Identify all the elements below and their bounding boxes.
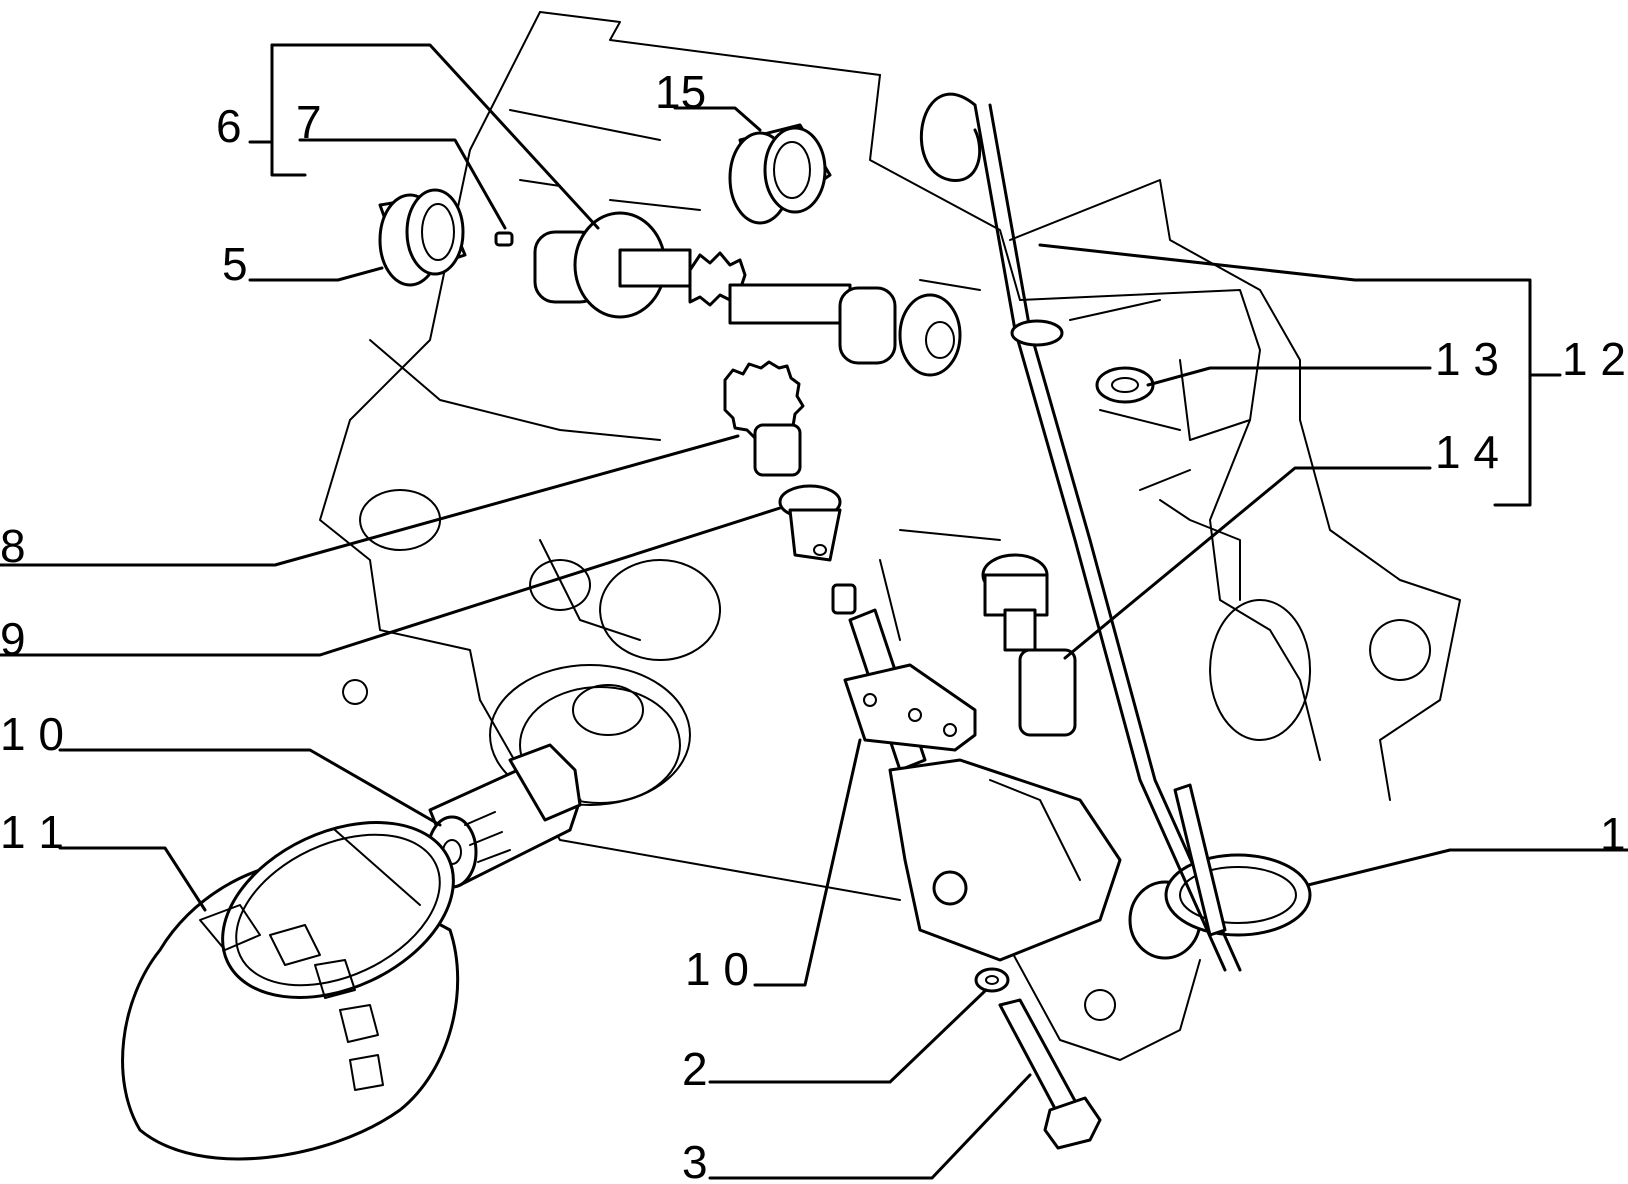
callout-labels: 6 7 5 15 1 3 1 2 1 4 8 9 1 0 1 1 1 0 1 2… (0, 66, 1626, 1184)
part-10-oil-pump-assembly (831, 583, 1202, 962)
callout-9: 9 (0, 613, 26, 665)
callout-14: 1 4 (1435, 426, 1499, 478)
part-7-pin (494, 231, 514, 247)
callout-8: 8 (0, 520, 26, 572)
part-2-washer (974, 967, 1010, 993)
part-5-bushing (378, 188, 467, 287)
callout-3: 3 (682, 1136, 708, 1184)
part-11-oil-filter (121, 821, 460, 1161)
callout-10-lower: 1 0 (685, 943, 749, 995)
part-14-plug (981, 553, 1077, 737)
engine-block-outline (319, 11, 1461, 1061)
callout-10-left: 1 0 (0, 708, 64, 760)
part-6-shaft-gear (533, 211, 962, 377)
callout-1: 1 (1600, 808, 1626, 860)
callout-12: 1 2 (1562, 333, 1626, 385)
part-12-dipstick (919, 92, 1242, 972)
callout-5: 5 (222, 238, 248, 290)
part-15-bushing (728, 123, 832, 225)
callout-6: 6 (216, 100, 242, 152)
callout-7: 7 (296, 96, 322, 148)
part-9-sleeve (778, 484, 842, 562)
part-8-drive-gear (723, 360, 805, 477)
callout-13: 1 3 (1435, 333, 1499, 385)
callout-2: 2 (682, 1043, 708, 1095)
part-13-washer (1095, 366, 1155, 404)
part-3-bolt (998, 998, 1102, 1150)
callout-15: 15 (655, 66, 706, 118)
oil-seal-ring (489, 664, 691, 806)
callout-11: 1 1 (0, 806, 64, 858)
leader-lines (0, 43, 1628, 1180)
part-1-strainer (1164, 853, 1312, 937)
